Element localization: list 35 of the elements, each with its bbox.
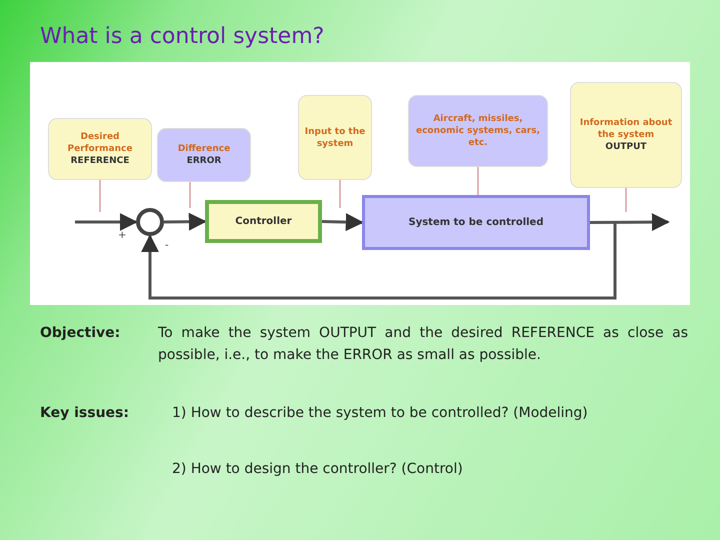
node-text: Input to the system [304, 126, 366, 150]
arrow [322, 213, 364, 232]
callout-box [48, 118, 152, 180]
node-text: OUTPUT [605, 141, 647, 153]
arrow [75, 213, 138, 231]
leader-line [99, 180, 101, 212]
node-text: Controller [235, 216, 292, 228]
arrow [164, 212, 207, 231]
paragraph: To make the system OUTPUT and the desired REFERENCE as close as possible, i.e., to make the ERROR as small as possible. [158, 324, 688, 365]
leader-line [625, 188, 627, 212]
node-text: Aircraft, missiles, economic systems, cars, etc. [414, 113, 542, 149]
leader-line [339, 180, 341, 208]
slide-title: What is a control system? [40, 24, 326, 49]
leader-line [189, 182, 191, 208]
leader-line [477, 167, 479, 195]
controller-block [205, 200, 322, 243]
node-text: REFERENCE [70, 155, 130, 167]
section-label: Key issues: [40, 404, 130, 423]
list-item: 1) How to describe the system to be controlled? (Modeling) [172, 404, 589, 423]
node-text: ERROR [186, 155, 222, 167]
sign-label: + [118, 230, 128, 241]
plant-block [362, 195, 590, 250]
callout-box [298, 95, 372, 180]
arrow [590, 213, 670, 232]
callout-box [570, 82, 682, 188]
node-text: Information about the system [578, 117, 674, 141]
arrow [141, 222, 616, 300]
sign-label: - [165, 240, 170, 251]
node-text: Desired Performance [66, 131, 134, 155]
node-text: System to be controlled [408, 216, 544, 228]
node-text: Difference [178, 143, 230, 155]
callout-box [408, 95, 548, 167]
section-label: Objective: [40, 324, 122, 343]
callout-box [157, 128, 251, 182]
list-item: 2) How to design the controller? (Control) [172, 460, 464, 479]
